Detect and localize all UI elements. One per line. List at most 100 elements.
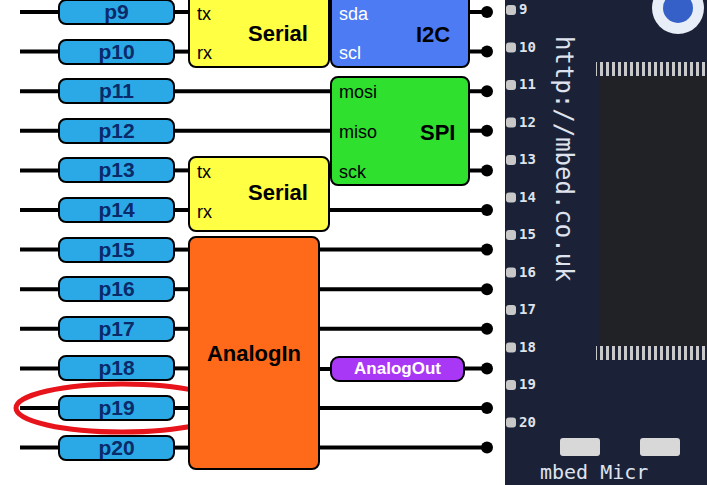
pin-box: p18	[58, 355, 175, 381]
pin-box: p12	[58, 118, 175, 144]
block-title: Serial	[248, 180, 308, 205]
signal-wire	[175, 446, 188, 450]
wire-dot	[481, 442, 493, 454]
chip-pins	[596, 62, 707, 76]
header-pad	[506, 43, 516, 53]
header-pad	[506, 80, 516, 90]
block-label: AnalogIn	[207, 341, 301, 366]
signal-name: tx	[197, 4, 211, 25]
analogout-block: AnalogOut	[330, 356, 465, 382]
signal-name: rx	[197, 202, 212, 223]
led	[640, 438, 680, 456]
pin-number: 16	[519, 264, 536, 280]
signal-name: miso	[339, 122, 377, 143]
header-pad	[506, 5, 516, 15]
signal-wire	[175, 287, 188, 291]
serial-block: tx rx Serial	[188, 0, 330, 68]
signal-name: rx	[197, 43, 212, 64]
block-label: p13	[98, 158, 134, 182]
board-url: http://mbed.co.uk	[550, 36, 578, 282]
wire-dot	[481, 164, 493, 176]
pin-box: p10	[58, 39, 175, 65]
pin-box: p13	[58, 157, 175, 183]
pin-number: 13	[519, 151, 536, 167]
signal-name: mosi	[339, 82, 377, 103]
pin-number: 11	[519, 76, 536, 92]
block-title: SPI	[420, 120, 455, 145]
header-pad	[506, 230, 516, 240]
block-label: p15	[98, 238, 134, 262]
header-pad	[506, 268, 516, 278]
header-pad	[506, 155, 516, 165]
pin-number: 14	[519, 189, 536, 205]
signal-name: sda	[339, 4, 368, 25]
signal-wire	[175, 366, 188, 370]
pin-box: p20	[58, 435, 175, 461]
microcontroller-chip	[600, 76, 707, 346]
wire-dot	[481, 46, 493, 58]
wire-dot	[481, 323, 493, 335]
block-title: Serial	[248, 21, 308, 46]
block-label: p20	[98, 436, 134, 460]
block-title: I2C	[416, 22, 450, 47]
pin-box: p15	[58, 237, 175, 263]
signal-wire	[175, 10, 188, 14]
signal-wire	[175, 327, 188, 331]
led	[560, 438, 600, 456]
i2c-block: sda scl I2C	[330, 0, 470, 68]
pin-box: p16	[58, 276, 175, 302]
signal-name: sck	[339, 162, 366, 183]
signal-name: scl	[339, 43, 361, 64]
pin-number: 20	[519, 414, 536, 430]
wire-dot	[481, 204, 493, 216]
pin-number: 9	[519, 1, 527, 17]
block-label: p12	[98, 119, 134, 143]
header-pad	[506, 380, 516, 390]
block-label: p9	[104, 0, 129, 24]
capacitor-top	[663, 0, 693, 23]
pin-number: 18	[519, 339, 536, 355]
analogin-block: AnalogIn	[188, 236, 320, 470]
pin-box: p17	[58, 316, 175, 342]
wire-dot	[481, 244, 493, 256]
header-pad	[506, 118, 516, 128]
chip-pins	[596, 346, 707, 360]
wire-dot	[481, 6, 493, 18]
pin-box: p9	[58, 0, 175, 25]
block-label: p16	[98, 277, 134, 301]
block-label: p10	[98, 40, 134, 64]
spi-block: mosi miso SPI sck	[330, 76, 470, 186]
pin-box: p19	[58, 395, 175, 421]
wire-dot	[481, 85, 493, 97]
block-label: AnalogOut	[354, 359, 441, 379]
signal-wire	[175, 129, 330, 133]
wire-dot	[481, 362, 493, 374]
header-pad	[506, 305, 516, 315]
header-pad	[506, 343, 516, 353]
signal-wire	[320, 367, 330, 371]
pin-number: 19	[519, 376, 536, 392]
serial-block: tx rx Serial	[188, 156, 330, 232]
header-pad	[506, 193, 516, 203]
wire-dot	[481, 402, 493, 414]
signal-wire	[175, 208, 188, 212]
block-label: p19	[98, 396, 134, 420]
board-pcb	[505, 0, 707, 485]
wire-dot	[481, 125, 493, 137]
signal-wire	[175, 50, 188, 54]
header-pad	[506, 418, 516, 428]
capacitor	[652, 0, 704, 34]
block-label: p11	[99, 79, 134, 103]
block-label: p14	[98, 198, 134, 222]
signal-name: tx	[197, 162, 211, 183]
signal-wire	[175, 168, 188, 172]
board-name: mbed Micr	[540, 461, 648, 484]
signal-wire	[175, 406, 188, 410]
pin-box: p11	[58, 78, 175, 104]
block-label: p17	[98, 317, 134, 341]
pin-number: 15	[519, 226, 536, 242]
signal-wire	[175, 89, 330, 93]
pin-number: 17	[519, 301, 536, 317]
output-wire	[320, 12, 485, 448]
